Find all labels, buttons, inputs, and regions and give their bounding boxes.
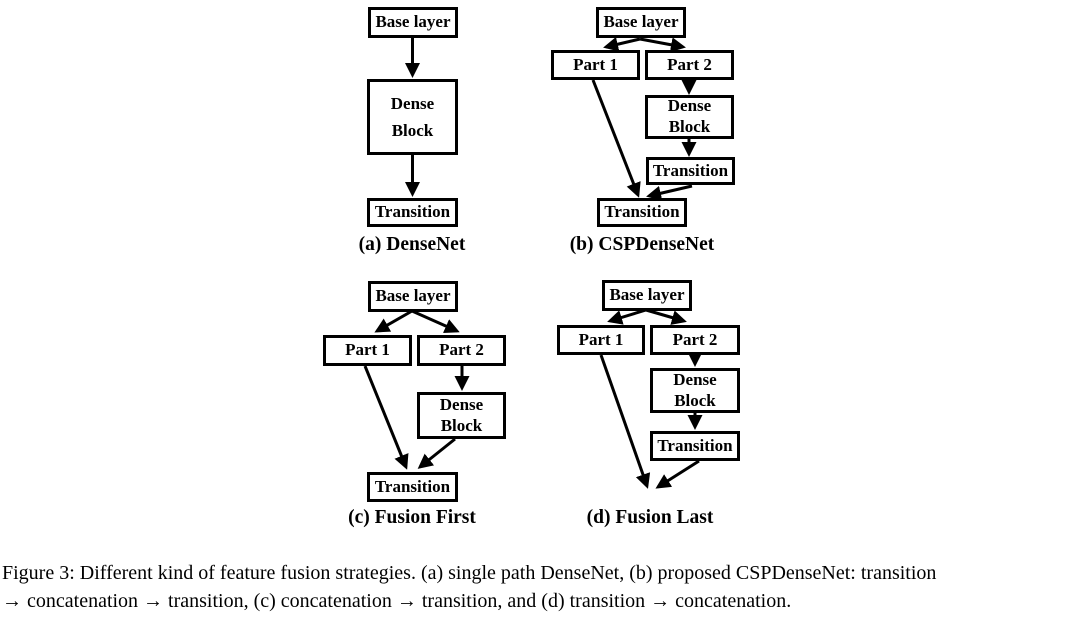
node-a-base-layer: Base layer — [368, 7, 458, 38]
node-d-part2: Part 2 — [650, 325, 740, 355]
arrow-d-transition-to-merge — [655, 459, 700, 489]
arrow-c-dense-to-transition — [417, 437, 456, 469]
arrow-c-base-to-part2 — [411, 309, 460, 333]
node-c-part2: Part 2 — [417, 335, 506, 366]
node-d-base-layer: Base layer — [602, 280, 692, 311]
figure-caption: Figure 3: Different kind of feature fusi… — [2, 560, 1078, 615]
arrow-d-base-to-part1 — [607, 308, 647, 325]
arrow-d-base-to-part2 — [645, 308, 687, 325]
arrow-b-part1-to-transition-lower — [591, 79, 641, 198]
panel-a-label: (a) DenseNet — [358, 234, 466, 255]
node-c-part1: Part 1 — [323, 335, 412, 366]
arrow-b-base-to-part1 — [603, 36, 641, 52]
node-b-dense-block: Dense Block — [645, 95, 734, 139]
arrow-c-base-to-part1 — [374, 309, 413, 333]
figure-caption-line2: → concatenation → transition, (c) concat… — [2, 589, 792, 612]
panel-c-label: (c) Fusion First — [348, 507, 476, 528]
panel-d-label: (d) Fusion Last — [586, 507, 714, 528]
node-a-transition: Transition — [367, 198, 458, 227]
node-b-part2: Part 2 — [645, 50, 734, 80]
arrow-c-part1-to-transition — [363, 365, 409, 470]
node-c-dense-block: Dense Block — [417, 392, 506, 439]
node-b-part1: Part 1 — [551, 50, 640, 80]
node-d-part1: Part 1 — [557, 325, 645, 355]
node-d-dense-block: Dense Block — [650, 368, 740, 413]
node-d-transition: Transition — [650, 431, 740, 461]
arrow-b-transition-upper-to-lower — [646, 184, 693, 201]
node-c-transition: Transition — [367, 472, 458, 502]
node-b-transition-lower: Transition — [597, 198, 687, 227]
node-b-base-layer: Base layer — [596, 7, 686, 38]
figure-caption-line1: Figure 3: Different kind of feature fusi… — [2, 562, 937, 584]
node-c-base-layer: Base layer — [368, 281, 458, 312]
arrow-b-base-to-part2 — [639, 37, 686, 53]
node-b-transition-upper: Transition — [646, 157, 735, 185]
node-a-dense-block: Dense Block — [367, 79, 458, 155]
panel-b-label: (b) CSPDenseNet — [569, 234, 715, 255]
arrow-d-part1-to-merge — [599, 354, 651, 489]
